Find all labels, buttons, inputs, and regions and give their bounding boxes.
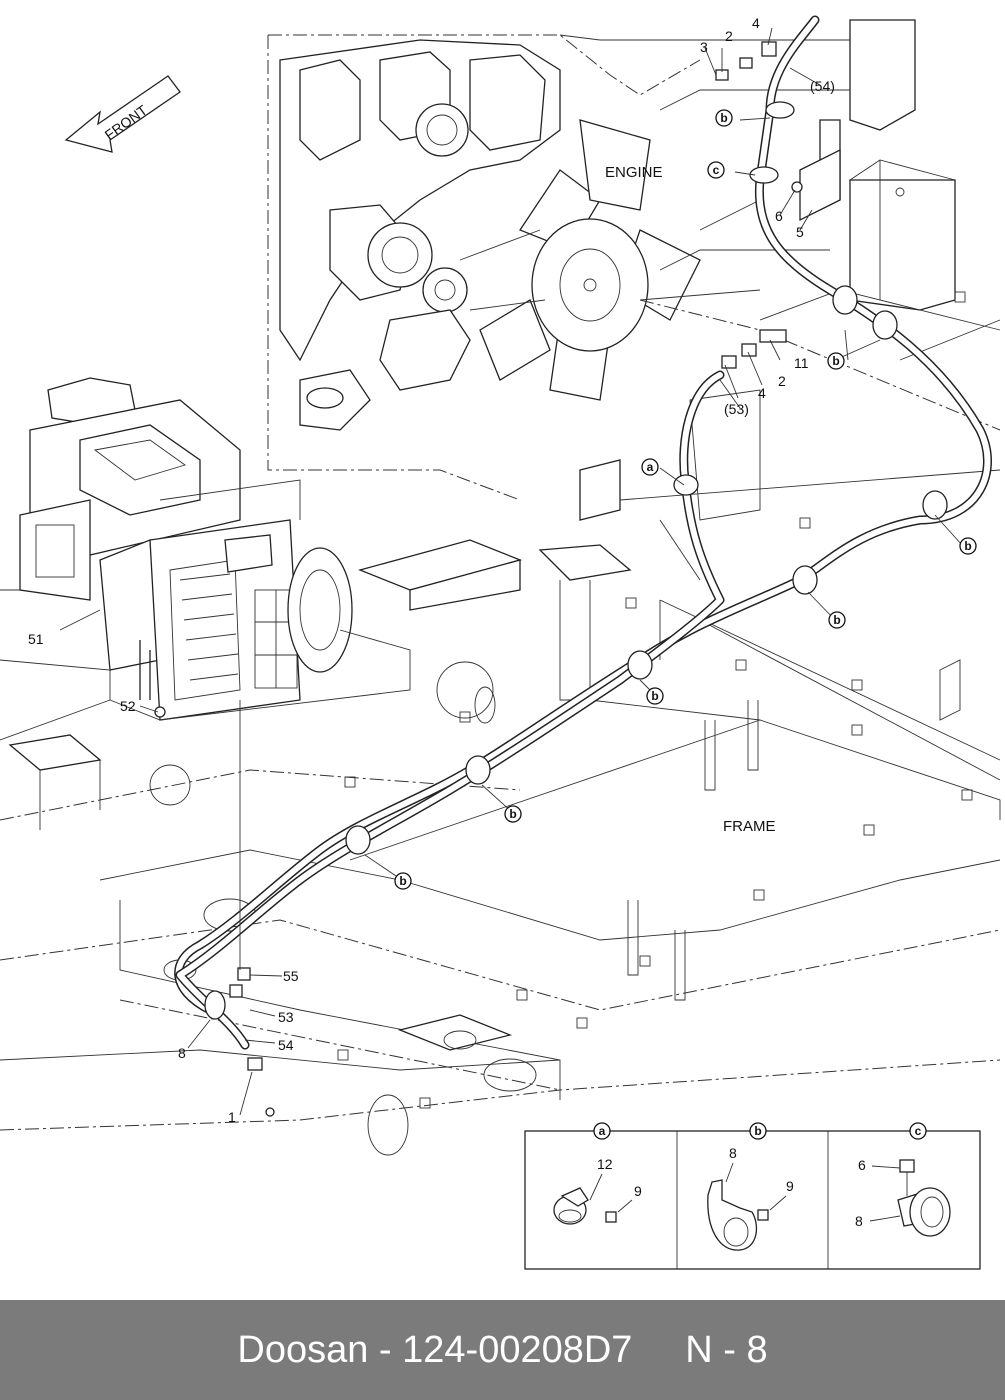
callout-2-top: 2 — [725, 28, 733, 44]
callout-53-paren: (53) — [724, 401, 749, 417]
callout-8: 8 — [178, 1045, 186, 1061]
callout-4-mid: 4 — [758, 385, 766, 401]
legend-panel-a: a 12 9 — [553, 1122, 642, 1225]
part-callouts: 4 2 3 (54) 6 5 11 2 4 (53) 51 52 55 53 5… — [28, 15, 835, 1125]
legend-a-label-12: 12 — [597, 1156, 613, 1172]
marker-a: a — [641, 458, 659, 476]
svg-text:b: b — [833, 613, 840, 627]
legend-b-label-9: 9 — [786, 1178, 794, 1194]
svg-text:a: a — [647, 460, 654, 474]
engine-block — [279, 39, 701, 431]
svg-text:b: b — [754, 1124, 761, 1138]
svg-text:c: c — [713, 163, 720, 177]
callout-4-top: 4 — [752, 15, 760, 31]
legend-panel-c: c 6 8 — [855, 1122, 951, 1237]
front-arrow: FRONT — [64, 75, 181, 153]
marker-b: b — [828, 611, 846, 629]
callout-55: 55 — [283, 968, 299, 984]
valve-fittings — [154, 41, 841, 1117]
marker-b: b — [646, 687, 664, 705]
marker-b: b — [394, 872, 412, 890]
callout-53: 53 — [278, 1009, 294, 1025]
footer-gap — [632, 1329, 685, 1372]
callout-3: 3 — [700, 39, 708, 55]
svg-text:c: c — [915, 1124, 922, 1138]
frame-fasteners — [337, 291, 973, 1109]
legend-c-label-6: 6 — [858, 1157, 866, 1173]
callout-1: 1 — [228, 1109, 236, 1125]
detail-legend: a 12 9 b 8 9 c 6 8 — [524, 1122, 981, 1270]
legend-b-label-8: 8 — [729, 1145, 737, 1161]
legend-panel-b: b 8 9 — [707, 1122, 794, 1251]
callout-6: 6 — [775, 208, 783, 224]
hvac-unit — [19, 377, 353, 721]
footer-banner: Doosan - 124-00208D7 N - 8 — [0, 1300, 1005, 1400]
callout-52: 52 — [120, 698, 136, 714]
callout-5: 5 — [796, 224, 804, 240]
footer-page: N - 8 — [685, 1328, 768, 1371]
footer-brand: Doosan — [237, 1328, 369, 1371]
svg-text:b: b — [399, 874, 406, 888]
svg-text:b: b — [509, 807, 516, 821]
marker-c: c — [707, 161, 725, 179]
marker-b: b — [827, 352, 845, 370]
callout-54-paren: (54) — [810, 78, 835, 94]
svg-text:b: b — [964, 539, 971, 553]
callout-54: 54 — [278, 1037, 294, 1053]
footer-part-number: 124-00208D7 — [402, 1328, 633, 1371]
svg-text:b: b — [651, 689, 658, 703]
leader-lines — [59, 27, 963, 1116]
marker-b: b — [504, 805, 522, 823]
callout-51: 51 — [28, 631, 44, 647]
clamp-markers: b c b a b b b b b — [394, 109, 977, 890]
marker-b: b — [715, 109, 733, 127]
svg-text:b: b — [720, 111, 727, 125]
floor-plates — [0, 389, 1001, 830]
svg-text:b: b — [832, 354, 839, 368]
legend-a-label-9: 9 — [634, 1183, 642, 1199]
frame-label: FRAME — [723, 818, 776, 835]
callout-2-mid: 2 — [778, 373, 786, 389]
parts-diagram: FRONT — [0, 15, 1001, 1270]
marker-b: b — [959, 537, 977, 555]
callout-11: 11 — [794, 355, 809, 371]
svg-text:a: a — [599, 1124, 606, 1138]
legend-c-label-8: 8 — [855, 1213, 863, 1229]
engine-label: ENGINE — [605, 164, 663, 181]
hose-clamps — [204, 101, 948, 1020]
footer-separator: - — [368, 1328, 403, 1371]
